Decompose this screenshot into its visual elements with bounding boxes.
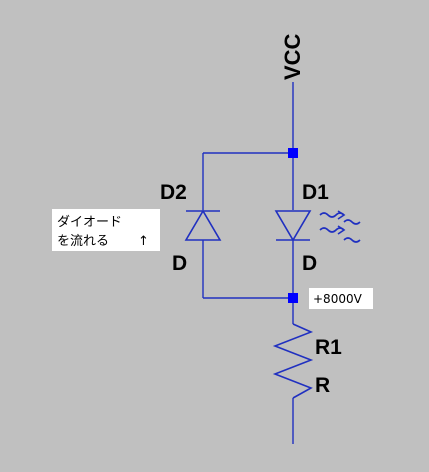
bottom-junction-node (288, 293, 298, 303)
r1-value-label: R (315, 374, 330, 397)
diode-d2-symbol (184, 209, 222, 241)
led-light-emission-icon (319, 210, 361, 243)
r1-ref-label: R1 (315, 336, 342, 359)
note-line-1: ダイオード (57, 215, 122, 230)
d2-value-label: D (172, 252, 187, 275)
d2-ref-label: D2 (160, 181, 187, 204)
top-junction-node (288, 148, 298, 158)
vcc-label: VCC (280, 33, 305, 80)
annotation-note: ダイオード を流れる ↑ (52, 209, 160, 251)
d1-value-label: D (302, 252, 317, 275)
note-up-arrow: ↑ (138, 234, 149, 249)
voltage-label: +8000V (313, 292, 363, 306)
d1-ref-label: D1 (302, 181, 329, 204)
resistor-r1-symbol (272, 323, 314, 399)
note-line-2: を流れる (57, 234, 109, 249)
voltage-readout: +8000V (309, 288, 373, 309)
diode-d1-symbol (274, 210, 312, 242)
